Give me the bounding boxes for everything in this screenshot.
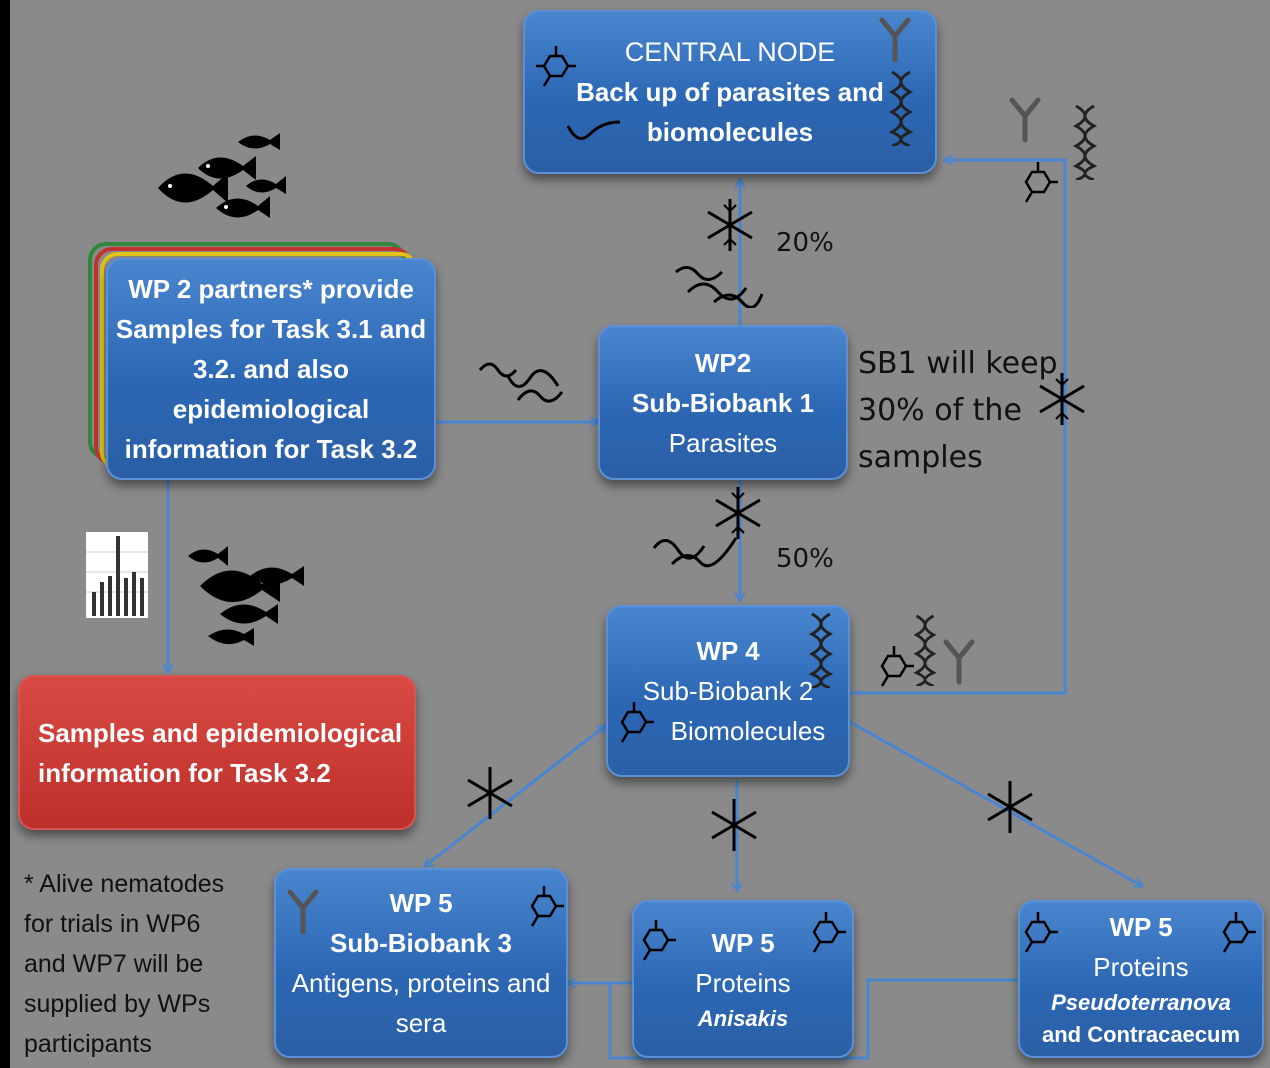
wp2-partners-line4: epidemiological [172,394,370,424]
dna-icon [1072,104,1098,180]
snowflake-icon [715,487,761,539]
sb3-line3: Antigens, proteins and [291,968,551,998]
sb1-note-line2: 30% of the [858,393,1022,428]
sub-biobank-1-box: WP2 Sub-Biobank 1 Parasites [598,325,848,480]
worm-icon [566,120,621,140]
molecule-icon [880,646,914,687]
antibody-icon [287,889,319,935]
central-node-line2: Back up of parasites and [576,77,884,107]
sb1-note: SB1 will keep 30% of the samples [858,340,1058,481]
wp2-partners-box: WP 2 partners* provide Samples for Task … [106,258,436,480]
sb3-line4: sera [395,1008,447,1038]
connector-sb2-to-central [848,160,1067,695]
sub-biobank-3-box: WP 5 Sub-Biobank 3 Antigens, proteins an… [274,868,568,1058]
sb2-line2: Sub-Biobank 2 [642,676,814,706]
diagram-canvas: CENTRAL NODE Back up of parasites and bi… [10,0,1270,1068]
molecule-icon [812,912,846,953]
molecule-icon [642,920,676,961]
sb1-note-line3: samples [858,440,983,475]
footnote-line5: participants [24,1030,152,1058]
molecule-icon [530,886,564,927]
wp5-proteins-pseudoterranova-box: WP 5 Proteins Pseudoterranova and Contra… [1018,900,1264,1058]
connector-sb2-to-pseudo [849,720,1142,886]
antibody-icon [879,17,911,63]
percent-50-label: 50% [776,544,834,574]
wp2-partners-line2: Samples for Task 3.1 and [115,314,427,344]
snowflake-icon [707,199,753,251]
samples-epidemiological-box: Samples and epidemiological information … [18,675,416,830]
anisakis-line3: Anisakis [697,1006,789,1031]
pseudo-line3: Pseudoterranova [1051,990,1231,1015]
sb1-line3: Parasites [668,427,778,458]
sub-biobank-2-box: WP 4 Sub-Biobank 2 Biomolecules [606,605,850,777]
pseudo-line4: and Contracaecum [1041,1022,1241,1047]
molecule-icon [620,702,654,743]
sb1-title: WP2 [694,347,752,378]
central-node-box: CENTRAL NODE Back up of parasites and bi… [523,10,937,174]
footnote-line2: for trials in WP6 [24,910,201,938]
antibody-icon [1009,97,1041,143]
pseudo-line2: Proteins [1093,952,1189,982]
sb3-title: WP 5 [389,888,453,918]
molecule-icon [1024,912,1058,953]
molecule-icon [536,46,576,87]
worm-icon [478,362,564,403]
wp2-partners-line5: information for Task 3.2 [124,434,418,464]
sb1-note-line1: SB1 will keep [858,346,1058,381]
dna-icon [913,614,937,686]
wp2-partners-line1: WP 2 partners* provide [128,274,414,304]
anisakis-line2: Proteins [695,968,791,998]
snowflake-icon [467,767,513,819]
snowflake-icon [1039,373,1085,425]
samples-line1: Samples and epidemiological [38,717,403,748]
footnote: * Alive nematodes for trials in WP6 and … [24,864,224,1064]
antibody-icon [943,639,975,685]
anisakis-title: WP 5 [711,928,775,958]
fish-school-icon [188,546,304,646]
connector-pseudo-to-sb3 [608,978,1018,1060]
molecule-icon [1024,162,1058,203]
footnote-line4: supplied by WPs [24,990,211,1018]
dna-icon [888,70,914,146]
fish-school-icon [158,133,286,218]
sb2-line3: Biomolecules [670,716,826,746]
bar-chart-icon [86,532,148,618]
dna-icon [808,612,834,688]
pseudo-title: WP 5 [1109,912,1173,942]
footnote-line1: * Alive nematodes [24,870,225,898]
wp2-partners-line3: 3.2. and also [192,354,350,384]
percent-20-label: 20% [776,228,834,258]
worm-icon [675,266,764,308]
central-node-title: CENTRAL NODE [624,37,836,67]
sb1-line2: Sub-Biobank 1 [631,387,814,418]
connector-layer [10,0,1270,1060]
samples-line2: information for Task 3.2 [38,757,331,788]
molecule-icon [1222,912,1256,953]
central-node-line3: biomolecules [646,117,814,147]
footnote-line3: and WP7 will be [24,950,204,978]
snowflake-icon [711,799,757,851]
sb3-line2: Sub-Biobank 3 [329,928,512,958]
snowflake-icon [987,781,1033,833]
sb2-title: WP 4 [696,636,760,666]
worm-icon [652,537,738,568]
